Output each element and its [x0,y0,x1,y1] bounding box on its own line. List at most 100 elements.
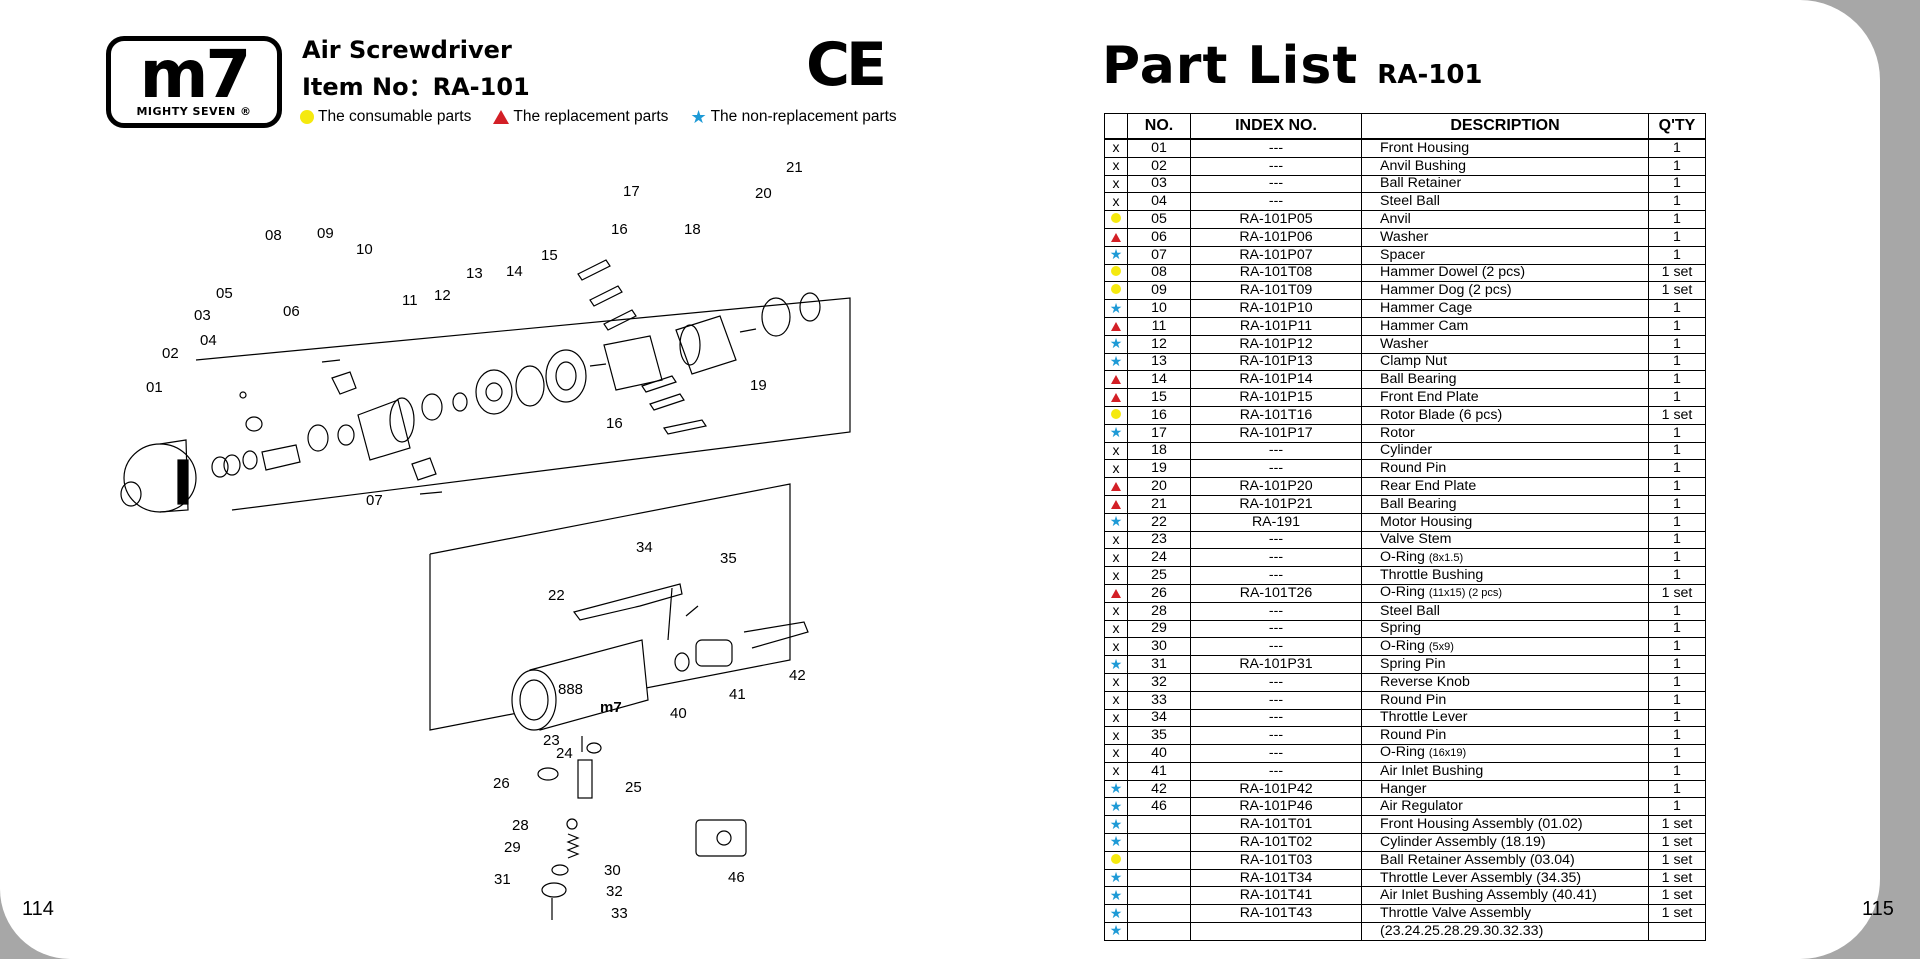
cell-qty: 1 set [1648,815,1706,835]
cell-index-no: --- [1190,637,1362,657]
callout-label: 05 [216,285,233,302]
callout-label: 02 [162,345,179,362]
row-symbol: x [1104,442,1128,461]
cell-no [1127,851,1191,870]
red-triangle-icon [1111,481,1121,491]
cell-qty: 1 [1648,388,1706,407]
row-symbol: ★ [1104,886,1128,906]
cell-qty: 1 set [1648,406,1706,425]
cell-no: 34 [1127,709,1191,728]
cell-qty: 1 [1648,744,1706,763]
cross-icon: x [1112,691,1120,708]
cell-no [1127,922,1191,941]
cell-qty: 1 set [1648,851,1706,870]
row-symbol [1104,317,1128,336]
cell-no: 12 [1127,335,1191,354]
callout-label: 12 [434,287,451,304]
cell-no: 32 [1127,673,1191,692]
blue-star-icon: ★ [1109,815,1123,832]
cell-description: O-Ring (16x19) [1361,744,1649,763]
cross-icon: x [1112,459,1120,476]
cell-index-no [1190,922,1362,941]
cell-no [1127,815,1191,835]
row-symbol: x [1104,566,1128,585]
logo-subtext: MIGHTY SEVEN ® [136,105,252,118]
cell-index-no: --- [1190,139,1362,158]
cell-description: Valve Stem [1361,531,1649,550]
cross-icon: x [1112,726,1120,743]
callout-label: 24 [556,745,573,762]
row-symbol: ★ [1104,869,1128,888]
part-list-model: RA-101 [1377,60,1483,90]
cell-qty: 1 [1648,762,1706,781]
ce-mark: CE [806,30,887,100]
cell-description: Anvil [1361,210,1649,229]
legend-replacement-label: The replacement parts [513,108,669,125]
cell-no: 22 [1127,513,1191,532]
callout-label: 15 [541,247,558,264]
cell-qty: 1 [1648,548,1706,568]
yellow-dot-icon [1111,266,1121,277]
cell-no: 35 [1127,726,1191,746]
cross-icon: x [1112,744,1120,761]
cell-qty: 1 [1648,726,1706,746]
callout-label: 08 [265,227,282,244]
cell-description: Hammer Cam [1361,317,1649,336]
cell-qty: 1 [1648,495,1706,514]
row-symbol: x [1104,673,1128,692]
cell-description: O-Ring (11x15) (2 pcs) [1361,584,1649,603]
cross-icon: x [1112,762,1120,779]
cell-qty: 1 [1648,602,1706,621]
col-description: DESCRIPTION [1361,113,1649,140]
callout-label: 18 [684,221,701,238]
row-symbol [1104,851,1128,870]
cell-qty: 1 [1648,353,1706,372]
cell-description: O-Ring (5x9) [1361,637,1649,657]
row-symbol [1104,370,1128,390]
cell-description: Air Inlet Bushing [1361,762,1649,781]
cell-qty: 1 [1648,566,1706,585]
red-triangle-icon [1111,392,1121,402]
cell-no [1127,833,1191,852]
row-symbol: x [1104,531,1128,550]
blue-star-icon: ★ [1109,335,1123,352]
cell-description: Hammer Dog (2 pcs) [1361,281,1649,301]
cell-description: Ball Retainer [1361,175,1649,194]
description-size-note: (16x19) [1428,747,1467,760]
row-symbol: ★ [1104,815,1128,835]
cell-index-no: --- [1190,531,1362,550]
description-text: O-Ring [1380,584,1429,601]
blue-star-icon: ★ [1109,833,1123,850]
callout-label: 16 [611,221,628,238]
row-symbol: ★ [1104,780,1128,799]
cell-no: 14 [1127,370,1191,390]
red-triangle-icon [493,110,510,124]
cell-no: 31 [1127,655,1191,674]
cell-qty: 1 [1648,175,1706,194]
cell-no: 33 [1127,691,1191,710]
row-symbol [1104,477,1128,496]
row-symbol: x [1104,459,1128,479]
callout-label: 16 [606,415,623,432]
cell-qty: 1 [1648,780,1706,799]
cell-qty: 1 [1648,477,1706,496]
cell-no: 24 [1127,548,1191,568]
cell-qty: 1 [1648,210,1706,229]
cell-index-no: RA-101P10 [1190,299,1362,318]
cell-index-no: --- [1190,726,1362,746]
row-symbol [1104,228,1128,247]
cell-index-no: RA-101T02 [1190,833,1362,852]
cell-no [1127,886,1191,906]
description-text: O-Ring [1380,548,1429,565]
